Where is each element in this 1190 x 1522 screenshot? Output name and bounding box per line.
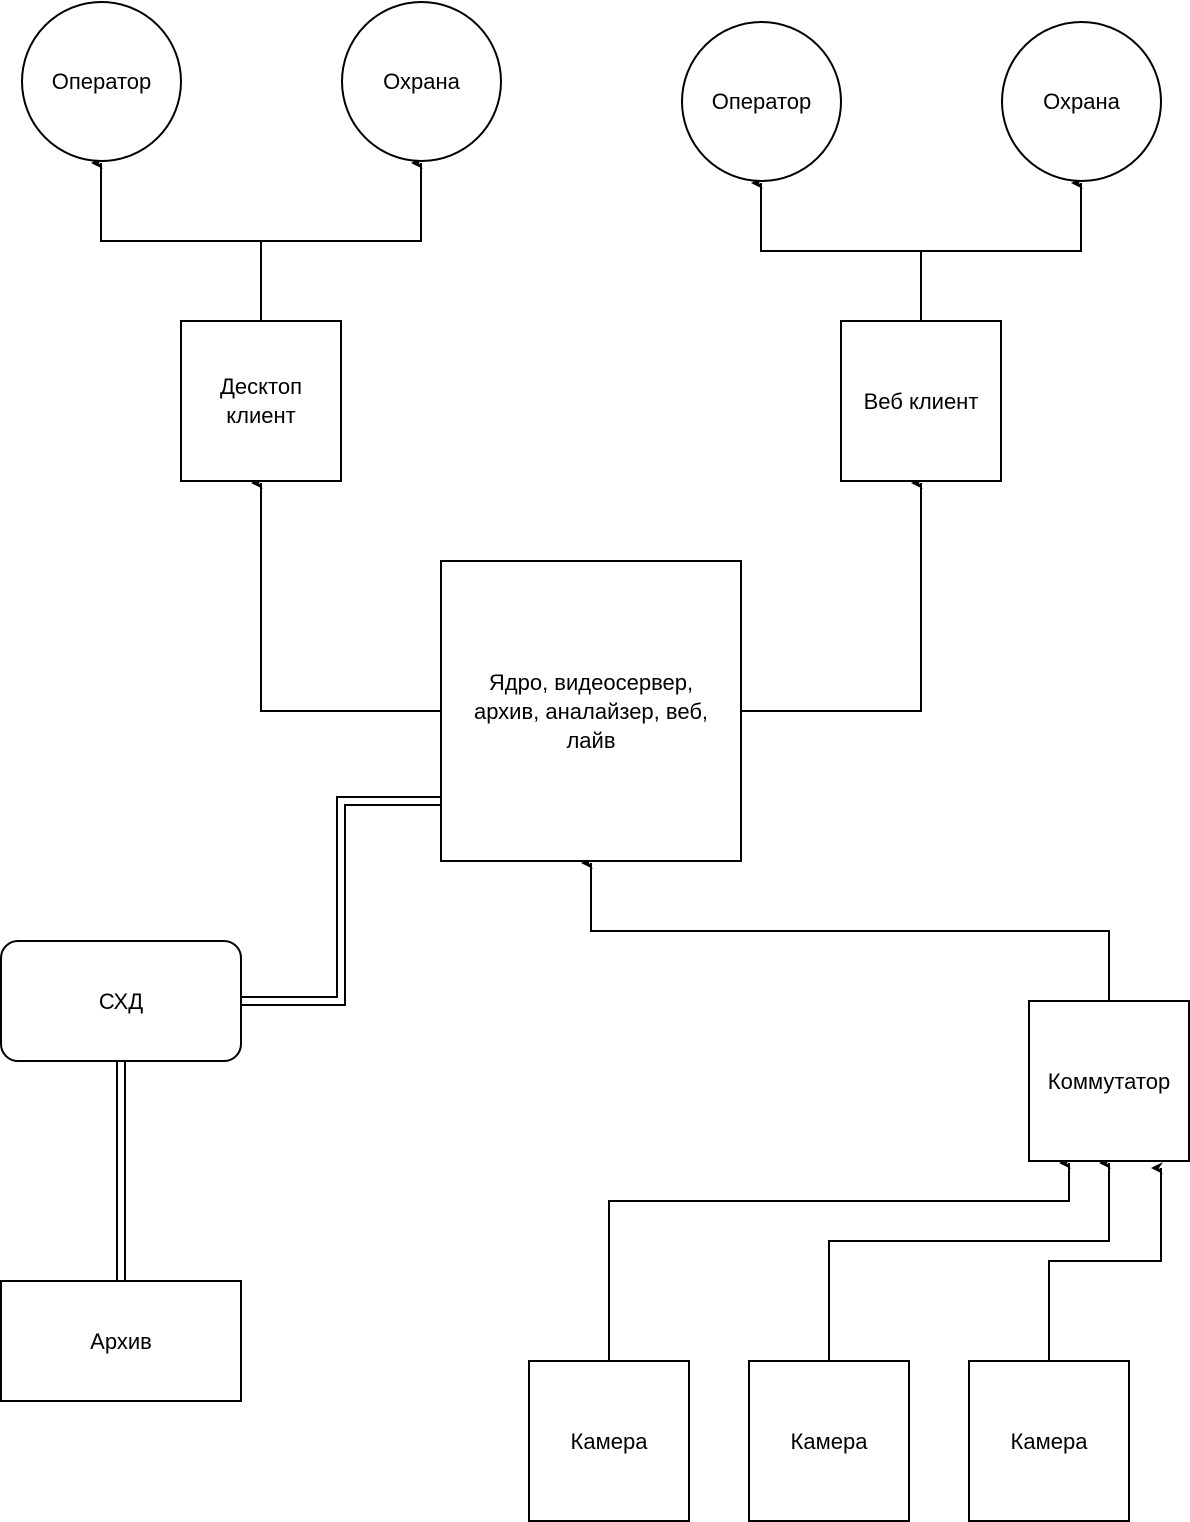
node-label: Оператор: [711, 89, 812, 114]
edge-camera3-to-switch: [1048, 1162, 1163, 1361]
node-desktop-client[interactable]: Десктоп клиент: [180, 320, 342, 482]
node-guard-right[interactable]: Охрана: [1001, 21, 1162, 182]
node-label: Оператор: [51, 69, 152, 94]
edge-desktop-to-operator: [91, 157, 262, 321]
edge-core-to-desktop: [251, 477, 441, 712]
node-label: Охрана: [383, 69, 460, 94]
node-switch[interactable]: Коммутатор: [1028, 1000, 1190, 1162]
edge-desktop-to-guard: [261, 157, 423, 242]
node-label: Камера: [1010, 1428, 1088, 1454]
edge-storage-to-core-a: [241, 796, 443, 998]
node-label: Ядро, видеосервер, архив, аналайзер, веб…: [473, 669, 709, 753]
node-web-client[interactable]: Веб клиент: [840, 320, 1002, 482]
node-operator-right[interactable]: Оператор: [681, 21, 842, 182]
node-label: Архив: [90, 1328, 152, 1354]
node-guard-left[interactable]: Охрана: [341, 1, 502, 162]
edge-switch-to-core: [581, 857, 1110, 1001]
node-label: Веб клиент: [863, 388, 979, 414]
edge-core-to-web: [741, 477, 923, 712]
edge-camera2-to-switch: [828, 1157, 1111, 1361]
node-label: Камера: [790, 1428, 868, 1454]
edge-camera1-to-switch: [608, 1157, 1071, 1361]
node-label: Камера: [570, 1428, 648, 1454]
node-label: Коммутатор: [1047, 1068, 1171, 1094]
node-label: Охрана: [1043, 89, 1120, 114]
node-operator-left[interactable]: Оператор: [21, 1, 182, 162]
edge-web-to-operator: [751, 177, 922, 321]
node-camera-3[interactable]: Камера: [968, 1360, 1130, 1522]
node-label: Десктоп клиент: [220, 374, 302, 428]
edge-storage-to-core-b: [241, 804, 443, 1006]
node-storage[interactable]: СХД: [0, 940, 242, 1062]
node-label: СХД: [98, 988, 144, 1014]
node-camera-2[interactable]: Камера: [748, 1360, 910, 1522]
node-camera-1[interactable]: Камера: [528, 1360, 690, 1522]
node-archive[interactable]: Архив: [0, 1280, 242, 1402]
edge-web-to-guard: [921, 177, 1083, 252]
node-core[interactable]: Ядро, видеосервер, архив, аналайзер, веб…: [440, 560, 742, 862]
